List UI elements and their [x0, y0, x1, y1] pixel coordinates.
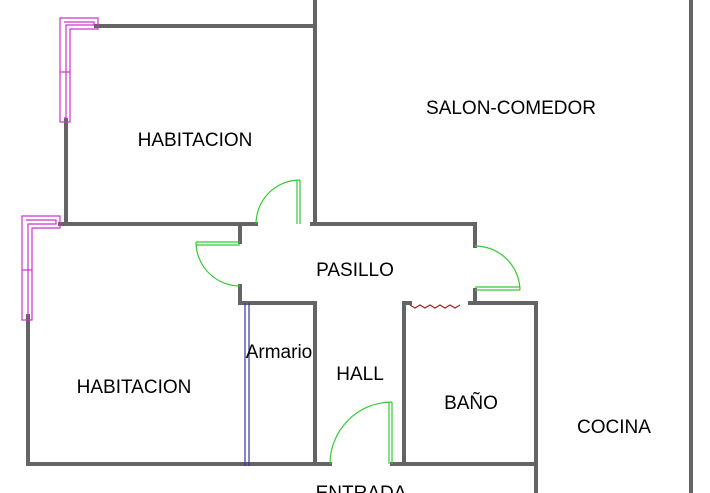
wall-top-bedroom [94, 0, 317, 28]
door-top-bedroom-arc [255, 179, 301, 225]
room-label-bedroom-top: HABITACION [138, 130, 253, 151]
door-living-arc [474, 245, 521, 291]
windows [21, 17, 99, 321]
room-label-bathroom: BAÑO [444, 392, 498, 414]
room-label-entrance: ENTRADA [316, 483, 407, 493]
room-label-living-dining: SALON-COMEDOR [426, 98, 596, 119]
bath-curtain [409, 304, 461, 309]
room-label-corridor: PASILLO [316, 260, 394, 281]
door-entrance-arc [329, 401, 393, 465]
room-label-bedroom-bottom: HABITACION [77, 377, 192, 398]
doors [195, 179, 521, 465]
window-top-bedroom [59, 17, 99, 123]
room-label-closet: Armario [246, 342, 313, 363]
closet-doors [244, 303, 250, 466]
window-bottom-bedroom-inner [26, 219, 57, 317]
window-bottom-bedroom [21, 215, 61, 321]
door-bottom-bedroom-arc [195, 241, 241, 287]
room-label-hall: HALL [336, 364, 384, 385]
window-top-bedroom-inner [64, 21, 95, 119]
walls [26, 0, 693, 493]
room-label-kitchen: COCINA [577, 417, 651, 438]
